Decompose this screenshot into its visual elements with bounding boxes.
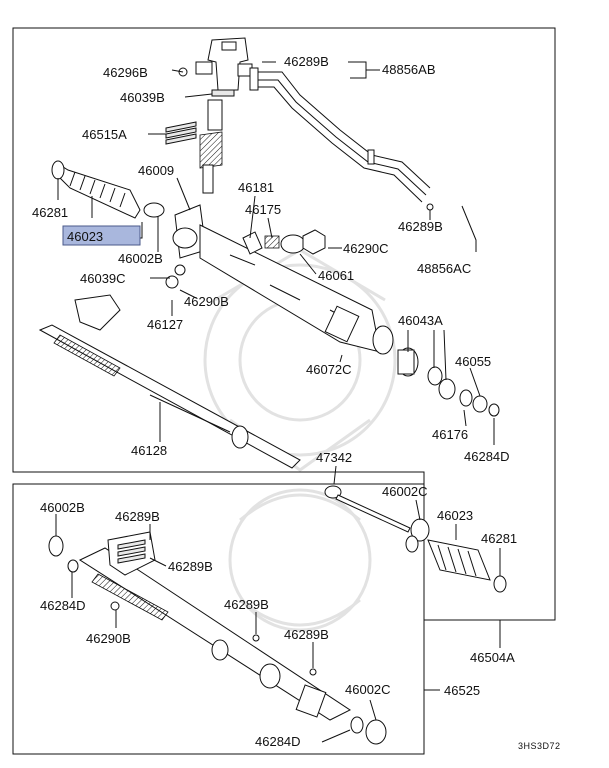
rack-bar xyxy=(38,294,301,469)
label-46289B-bot2: 46289B xyxy=(168,559,213,574)
label-46002C-bot: 46002C xyxy=(345,682,391,697)
rack-housing xyxy=(165,204,394,355)
label-46002C-mid: 46002C xyxy=(382,484,428,499)
diagram-code: 3HS3D72 xyxy=(518,741,561,751)
label-46023-top: 46023 xyxy=(67,229,103,244)
label-46281-top: 46281 xyxy=(32,205,68,220)
label-46289B-top: 46289B xyxy=(284,54,329,69)
label-46128: 46128 xyxy=(131,443,167,458)
label-46009: 46009 xyxy=(138,163,174,178)
valve-body xyxy=(178,37,253,97)
input-shaft xyxy=(165,99,223,194)
highlight-46023 xyxy=(62,225,141,246)
label-46002B-bot: 46002B xyxy=(40,500,85,515)
label-46525: 46525 xyxy=(444,683,480,698)
tie-rod-assembly xyxy=(324,485,507,593)
label-46284D-bot2: 46284D xyxy=(255,734,301,749)
frame-lower xyxy=(12,483,425,755)
label-46175: 46175 xyxy=(245,202,281,217)
lower-housing xyxy=(48,531,387,745)
label-46055: 46055 xyxy=(455,354,491,369)
label-46002B-top: 46002B xyxy=(118,251,163,266)
label-47342: 47342 xyxy=(316,450,352,465)
label-46176: 46176 xyxy=(432,427,468,442)
label-48856AB: 48856AB xyxy=(382,62,436,77)
pressure-tubes xyxy=(249,67,434,211)
label-46127: 46127 xyxy=(147,317,183,332)
label-46290B-bot: 46290B xyxy=(86,631,131,646)
label-46281-mid: 46281 xyxy=(481,531,517,546)
label-46289B-bot4: 46289B xyxy=(284,627,329,642)
label-46289B-right: 46289B xyxy=(398,219,443,234)
part-labels: 46296B 46289B 48856AB 46039B 46515A 4600… xyxy=(32,54,561,751)
seals-right xyxy=(397,347,500,417)
label-46296B: 46296B xyxy=(103,65,148,80)
label-46043A: 46043A xyxy=(398,313,443,328)
label-46039C: 46039C xyxy=(80,271,126,286)
label-46181: 46181 xyxy=(238,180,274,195)
label-46504A: 46504A xyxy=(470,650,515,665)
label-46284D-top: 46284D xyxy=(464,449,510,464)
boot-left-top xyxy=(51,160,165,219)
label-46072C: 46072C xyxy=(306,362,352,377)
label-46290C: 46290C xyxy=(343,241,389,256)
label-46289B-bot3: 46289B xyxy=(224,597,269,612)
leader-lines xyxy=(55,61,501,743)
label-46061: 46061 xyxy=(318,268,354,283)
label-46289B-bot1: 46289B xyxy=(115,509,160,524)
label-46515A: 46515A xyxy=(82,127,127,142)
label-46290B-top: 46290B xyxy=(184,294,229,309)
label-46023-mid: 46023 xyxy=(437,508,473,523)
label-48856AC: 48856AC xyxy=(417,261,471,276)
label-46039B: 46039B xyxy=(120,90,165,105)
label-46284D-bot1: 46284D xyxy=(40,598,86,613)
yoke-parts xyxy=(242,229,326,255)
